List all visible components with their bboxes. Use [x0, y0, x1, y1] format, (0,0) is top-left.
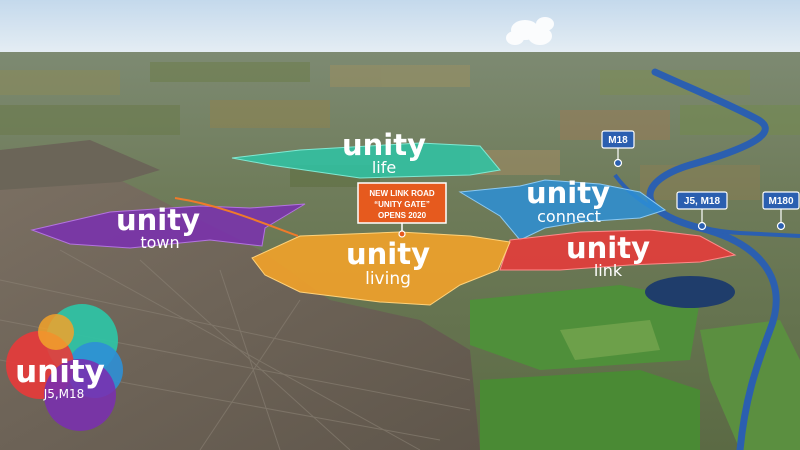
m18-sign-label: M18 [608, 135, 628, 146]
zone-link-label: unity link [566, 231, 650, 280]
callout-line-2: “UNITY GATE” [374, 200, 430, 209]
unity-logo: unity J5,M18 [6, 304, 123, 431]
zone-connect-name: connect [537, 207, 601, 226]
zone-living-label: unity living [346, 237, 430, 289]
zone-living-brand: unity [346, 237, 430, 271]
callout-line-3: OPENS 2020 [378, 211, 427, 220]
zone-town-name: town [140, 233, 179, 252]
zone-link-name: link [594, 261, 623, 280]
sky [0, 0, 800, 55]
zone-link-brand: unity [566, 231, 650, 265]
zone-connect-area [458, 179, 667, 241]
zone-connect-label: unity connect [526, 176, 610, 226]
logo-circle-orange [38, 314, 74, 350]
zone-link-area [499, 229, 737, 271]
steam-plume [506, 17, 554, 45]
m180-sign: M180 [762, 191, 800, 231]
logo-tagline: J5,M18 [43, 387, 85, 401]
zone-life-name: life [372, 158, 396, 177]
zone-town-brand: unity [116, 203, 200, 237]
zone-living-name: living [365, 269, 411, 289]
zone-life-brand: unity [342, 128, 426, 162]
logo-brand: unity [15, 354, 105, 390]
m18-sign: M18 [601, 130, 635, 168]
link-road-callout: NEW LINK ROAD “UNITY GATE” OPENS 2020 [357, 182, 447, 238]
zone-connect-brand: unity [526, 176, 610, 210]
zone-town-label: unity town [116, 203, 200, 252]
logo-circle-purple [44, 359, 116, 431]
lake [645, 276, 735, 308]
j5-m18-sign: J5, M18 [676, 191, 728, 231]
m180-sign-label: M180 [768, 196, 793, 207]
m180-motorway [613, 173, 800, 238]
callout-line-1: NEW LINK ROAD [369, 189, 435, 198]
green-fields [470, 285, 800, 450]
link-road-path [174, 197, 299, 237]
j5-m18-sign-label: J5, M18 [684, 196, 721, 207]
zone-living-area [251, 231, 511, 306]
zone-town-area [30, 203, 306, 249]
zone-life-label: unity life [342, 128, 426, 177]
zone-life-area [231, 142, 501, 179]
